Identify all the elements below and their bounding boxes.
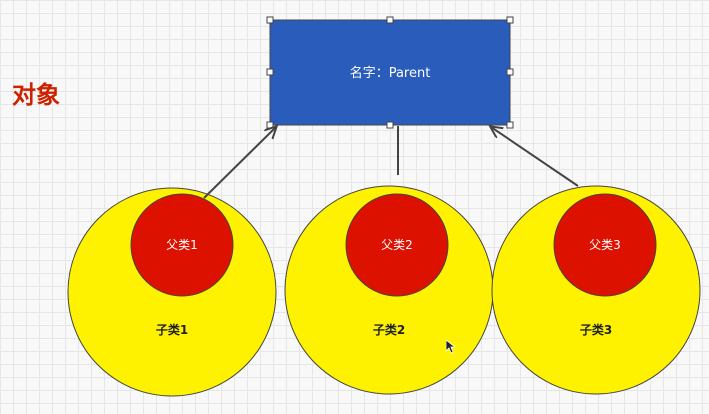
handle-middle-right[interactable] bbox=[506, 68, 514, 76]
inner-circle-2[interactable] bbox=[345, 193, 449, 297]
selection-handles[interactable] bbox=[266, 16, 514, 129]
handle-top-right[interactable] bbox=[506, 16, 514, 24]
outer-label-3: 子类3 bbox=[580, 322, 612, 337]
parent-rect[interactable] bbox=[269, 19, 511, 126]
handle-top-left[interactable] bbox=[266, 16, 274, 24]
child-group-3[interactable]: 父类3 子类3 bbox=[491, 185, 701, 395]
child-group-1[interactable]: 父类1 子类1 bbox=[67, 187, 277, 397]
side-title: 对象 bbox=[12, 81, 60, 109]
inner-label-2: 父类2 bbox=[381, 238, 413, 252]
handle-bottom-left[interactable] bbox=[266, 121, 274, 129]
inner-label-1: 父类1 bbox=[166, 238, 198, 252]
handle-top-center[interactable] bbox=[386, 16, 394, 24]
handle-middle-left[interactable] bbox=[266, 68, 274, 76]
arrow-child1-to-parent[interactable] bbox=[203, 127, 276, 199]
inner-circle-3[interactable] bbox=[553, 193, 657, 297]
mouse-cursor-icon bbox=[446, 340, 456, 354]
arrow-child3-to-parent[interactable] bbox=[491, 127, 579, 187]
parent-label: 名字：Parent bbox=[350, 65, 431, 81]
parent-box[interactable]: 名字：Parent bbox=[266, 16, 514, 129]
child-group-2[interactable]: 父类2 子类2 bbox=[284, 185, 494, 395]
outer-label-1: 子类1 bbox=[156, 322, 188, 337]
inner-circle-1[interactable] bbox=[130, 193, 234, 297]
inner-label-3: 父类3 bbox=[589, 238, 621, 252]
outer-label-2: 子类2 bbox=[373, 322, 405, 337]
handle-bottom-center[interactable] bbox=[386, 121, 394, 129]
handle-bottom-right[interactable] bbox=[506, 121, 514, 129]
